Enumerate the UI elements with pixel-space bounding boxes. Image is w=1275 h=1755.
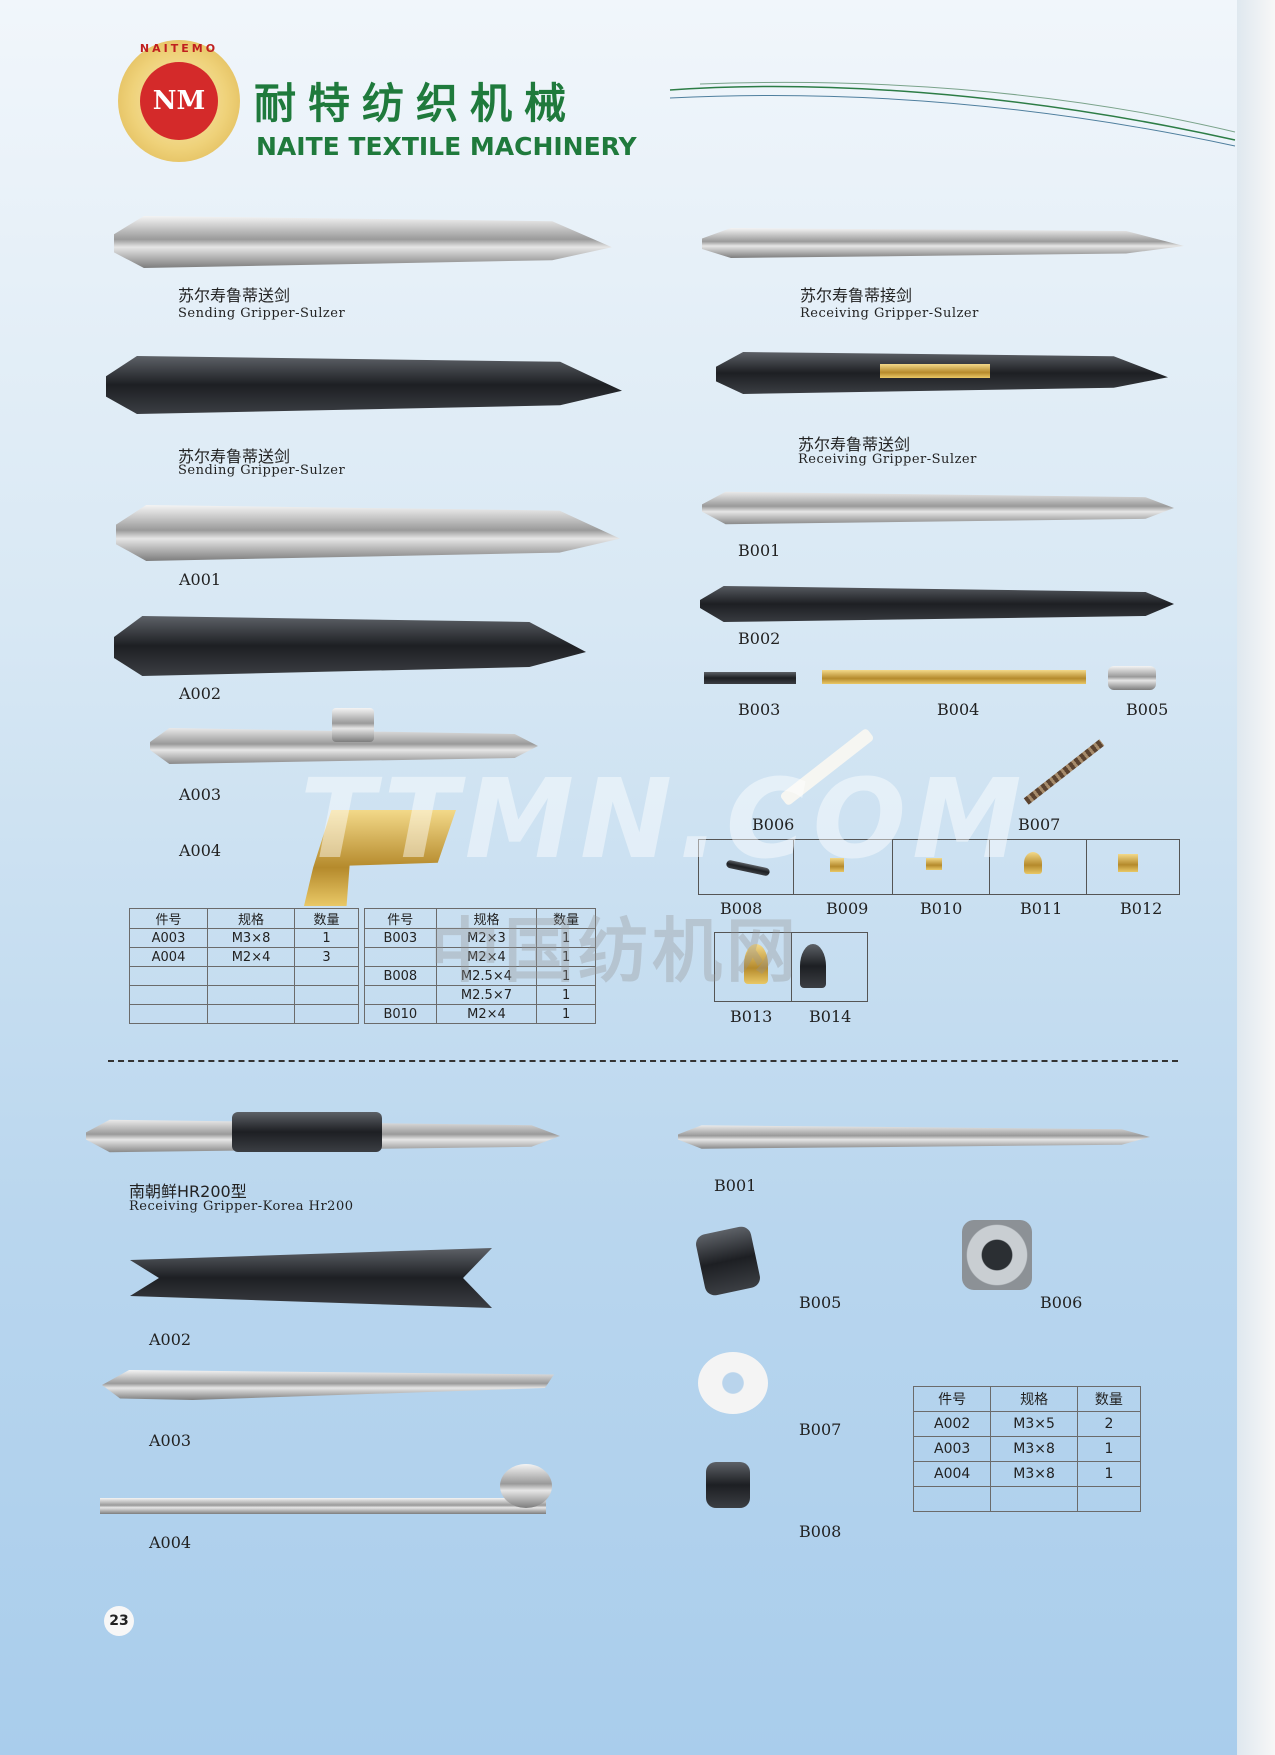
watermark-ttmn: TTMN.COM	[300, 755, 1028, 883]
receiving-gripper-1-label-cn: 苏尔寿鲁蒂接剑	[800, 286, 913, 305]
sending-gripper-sulzer-2	[106, 356, 622, 414]
part-b009-image	[830, 858, 844, 872]
part-a003-tab	[332, 708, 374, 742]
receiving-gripper-2-label-en: Receiving Gripper-Sulzer	[798, 452, 977, 467]
receiving-gripper-2-label-cn: 苏尔寿鲁蒂送剑	[798, 435, 911, 454]
part-b009-code: B009	[826, 899, 869, 918]
part-b013-image	[744, 944, 768, 984]
lower-part-b005-code: B005	[799, 1293, 842, 1312]
table-row	[128, 985, 359, 1005]
receiving-gripper-korea-hr200-body	[232, 1112, 382, 1152]
part-b002-image	[700, 586, 1174, 622]
section-divider	[108, 1060, 1178, 1062]
part-b010-code: B010	[920, 899, 963, 918]
company-logo: NAITEMO NM	[118, 40, 240, 162]
part-b003-code: B003	[738, 700, 781, 719]
header-swoosh	[669, 81, 1236, 147]
table-row	[128, 1004, 359, 1024]
lower-part-b007-image	[698, 1352, 768, 1414]
part-b010-image	[926, 858, 942, 870]
page-number: 23	[104, 1606, 134, 1636]
part-b014-image	[800, 944, 826, 988]
receiving-gripper-sulzer-1	[702, 228, 1184, 258]
sending-gripper-2-label-cn: 苏尔寿鲁蒂送剑	[178, 447, 291, 466]
part-a001-image	[116, 505, 620, 561]
lower-part-b006-code: B006	[1040, 1293, 1083, 1312]
sending-gripper-2-label-en: Sending Gripper-Sulzer	[178, 463, 346, 478]
part-b008-code: B008	[720, 899, 763, 918]
lower-part-b001-image	[678, 1125, 1150, 1149]
parts-grid-b008-b012	[698, 839, 1180, 895]
sending-gripper-1-label-cn: 苏尔寿鲁蒂送剑	[178, 286, 291, 305]
part-b005-image	[1108, 666, 1156, 690]
lower-part-b007-code: B007	[799, 1420, 842, 1439]
part-b004-image	[822, 670, 1086, 684]
table-header-row: 件号 规格 数量	[128, 908, 359, 929]
part-b001-image	[702, 491, 1174, 525]
table-header-row: 件号 规格 数量	[912, 1386, 1142, 1412]
part-b007-image	[1023, 739, 1105, 805]
watermark-cn: 中国纺机网	[430, 910, 800, 992]
logo-arc-text: NAITEMO	[139, 42, 219, 55]
lower-part-b008-code: B008	[799, 1522, 842, 1541]
lower-part-b001-code: B001	[714, 1176, 757, 1195]
part-a002-image	[114, 616, 586, 676]
part-b002-code: B002	[738, 629, 781, 648]
part-a003-code: A003	[179, 785, 222, 804]
lower-part-a002-code: A002	[149, 1330, 192, 1349]
part-b014-code: B014	[809, 1007, 852, 1026]
lower-part-a003-code: A003	[149, 1431, 192, 1450]
receiving-gripper-2-brass-insert	[880, 364, 990, 378]
logo-mark: NM	[140, 62, 218, 140]
lower-part-b005-image	[694, 1224, 762, 1298]
part-b012-image	[1118, 854, 1138, 872]
part-b006-code: B006	[752, 815, 795, 834]
sending-gripper-sulzer-1	[114, 216, 612, 268]
page-edge	[1237, 0, 1275, 1755]
lower-part-a002-image	[130, 1248, 492, 1308]
korea-gripper-label-en: Receiving Gripper-Korea Hr200	[129, 1199, 354, 1214]
brand-name-cn: 耐特纺织机械	[254, 79, 579, 128]
part-a004-code: A004	[179, 841, 222, 860]
part-b005-code: B005	[1126, 700, 1169, 719]
sending-gripper-1-label-en: Sending Gripper-Sulzer	[178, 306, 346, 321]
part-b004-code: B004	[937, 700, 980, 719]
part-b013-code: B013	[730, 1007, 773, 1026]
lower-part-a004-image	[100, 1498, 546, 1514]
parts-grid-b013-b014	[714, 932, 868, 1002]
part-b011-code: B011	[1020, 899, 1063, 918]
receiving-gripper-1-label-en: Receiving Gripper-Sulzer	[800, 306, 979, 321]
table-row	[912, 1486, 1142, 1512]
part-b011-image	[1024, 852, 1042, 874]
lower-part-a004-curl	[500, 1464, 552, 1508]
part-a002-code: A002	[179, 684, 222, 703]
part-b012-code: B012	[1120, 899, 1163, 918]
brand-name-en: NAITE TEXTILE MACHINERY	[256, 132, 637, 161]
part-a001-code: A001	[179, 570, 222, 589]
lower-part-a004-code: A004	[149, 1533, 192, 1552]
lower-part-a003-image	[102, 1370, 554, 1400]
korea-gripper-label-cn: 南朝鲜HR200型	[129, 1182, 247, 1201]
lower-part-b006-image	[962, 1220, 1032, 1290]
part-b001-code: B001	[738, 541, 781, 560]
part-b003-image	[704, 672, 796, 684]
table-row	[128, 966, 359, 986]
lower-part-b008-image	[706, 1462, 750, 1508]
part-b007-code: B007	[1018, 815, 1061, 834]
